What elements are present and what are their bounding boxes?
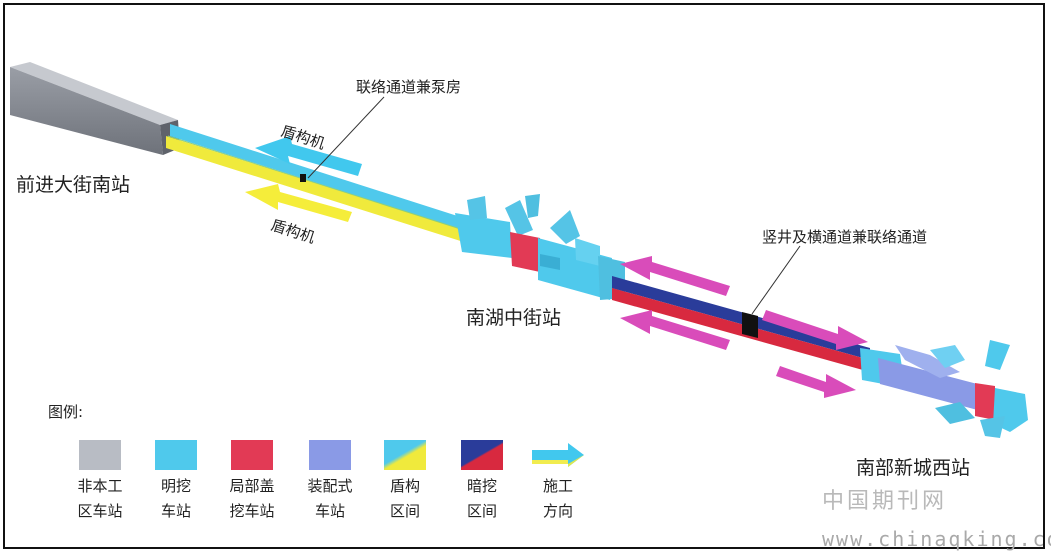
legend-label: 暗挖 区间 <box>466 477 497 520</box>
station-block-nanbu <box>860 340 1028 438</box>
legend-label: 局部盖 挖车站 <box>229 477 275 520</box>
watermark-cn: 中国期刊网 <box>822 489 948 514</box>
legend-item-covered-station: 局部盖 挖车站 <box>212 440 292 524</box>
legend-swatch <box>79 440 121 470</box>
legend-swatch <box>384 440 426 470</box>
label-shaft: 竖井及横通道兼联络通道 <box>762 228 928 246</box>
legend-item-construction-direction: 施工 方向 <box>518 440 598 524</box>
legend-item-mined-section: 暗挖 区间 <box>442 440 522 524</box>
arrow-mined-upper-left <box>620 256 730 296</box>
legend-label: 明挖 车站 <box>160 477 191 520</box>
legend-swatch <box>155 440 197 470</box>
label-station-nanbu: 南部新城西站 <box>856 457 971 479</box>
legend-title: 图例: <box>48 403 84 421</box>
watermark-en: www.chinaqking.com <box>822 527 1051 551</box>
shield-tunnel <box>166 124 471 244</box>
station-block-qianjin <box>10 62 180 155</box>
leader-shaft <box>751 245 801 315</box>
legend-label: 装配式 车站 <box>307 477 353 520</box>
figure-frame <box>3 3 1045 549</box>
mined-tunnel <box>612 276 870 372</box>
label-pump-room: 联络通道兼泵房 <box>356 78 462 96</box>
label-station-nanhu: 南湖中街站 <box>466 307 562 329</box>
station-block-nanhu <box>455 194 625 300</box>
legend-label: 非本工 区车站 <box>77 477 123 520</box>
arrow-shield-blue <box>255 136 362 176</box>
pump-room-marker <box>300 174 306 182</box>
label-station-qianjin: 前进大街南站 <box>16 174 131 196</box>
legend-item-shield-section: 盾构 区间 <box>365 440 445 524</box>
arrow-mined-lower-right <box>776 366 856 398</box>
direction-arrows <box>245 136 868 398</box>
legend-item-prefab-station: 装配式 车站 <box>290 440 370 524</box>
legend-swatch <box>231 440 273 470</box>
legend-swatch <box>309 440 351 470</box>
legend-item-nonlocal-station: 非本工 区车站 <box>60 440 140 524</box>
legend-item-opencut-station: 明挖 车站 <box>136 440 216 524</box>
leader-lines <box>300 96 801 315</box>
legend-label: 盾构 区间 <box>389 477 420 520</box>
legend-swatch <box>461 440 503 470</box>
legend-arrow-icon <box>532 443 584 467</box>
arrow-mined-lower-left <box>620 310 730 350</box>
arrow-mined-upper-right <box>762 310 868 350</box>
legend-label: 施工 方向 <box>542 477 573 520</box>
leader-pump-room <box>307 96 385 179</box>
arrow-shield-yellow <box>245 184 352 222</box>
